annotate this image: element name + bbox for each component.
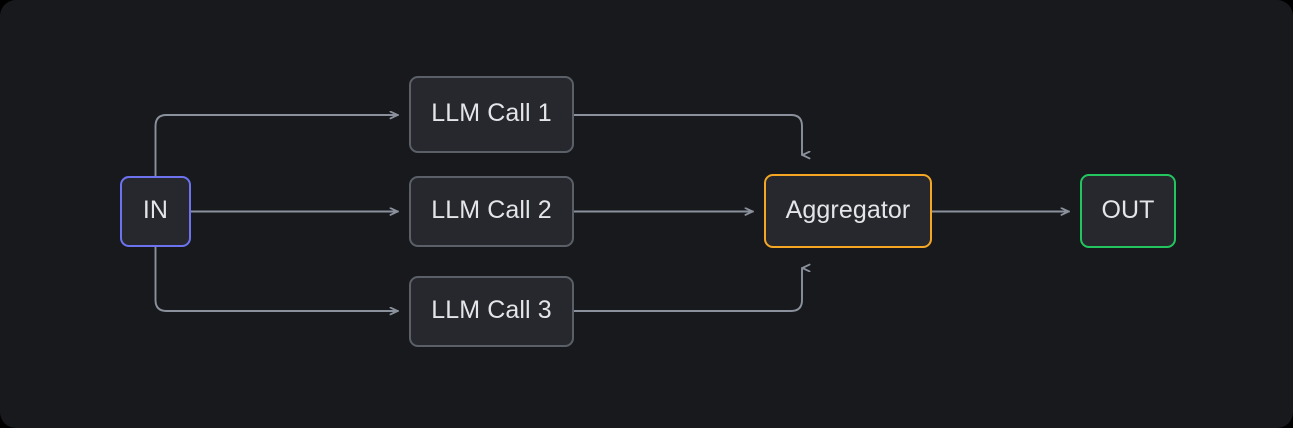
edge-llm3-to-agg	[573, 268, 802, 312]
node-out[interactable]: OUT	[1080, 174, 1176, 248]
node-llm-call-3-label: LLM Call 3	[431, 296, 552, 324]
node-aggregator[interactable]: Aggregator	[764, 174, 932, 248]
node-llm-call-1[interactable]: LLM Call 1	[409, 76, 574, 153]
node-aggregator-label: Aggregator	[785, 195, 911, 224]
edge-in-to-llm3	[154, 246, 399, 311]
node-llm-call-2-label: LLM Call 2	[431, 196, 552, 224]
edge-llm1-to-agg	[573, 114, 802, 155]
node-llm-call-3[interactable]: LLM Call 3	[409, 276, 574, 347]
node-llm-call-1-label: LLM Call 1	[431, 99, 552, 127]
node-in-label: IN	[142, 196, 169, 224]
edge-in-to-llm1	[154, 115, 399, 177]
node-llm-call-2[interactable]: LLM Call 2	[409, 176, 574, 247]
node-out-label: OUT	[1101, 195, 1155, 224]
node-in[interactable]: IN	[120, 176, 191, 247]
